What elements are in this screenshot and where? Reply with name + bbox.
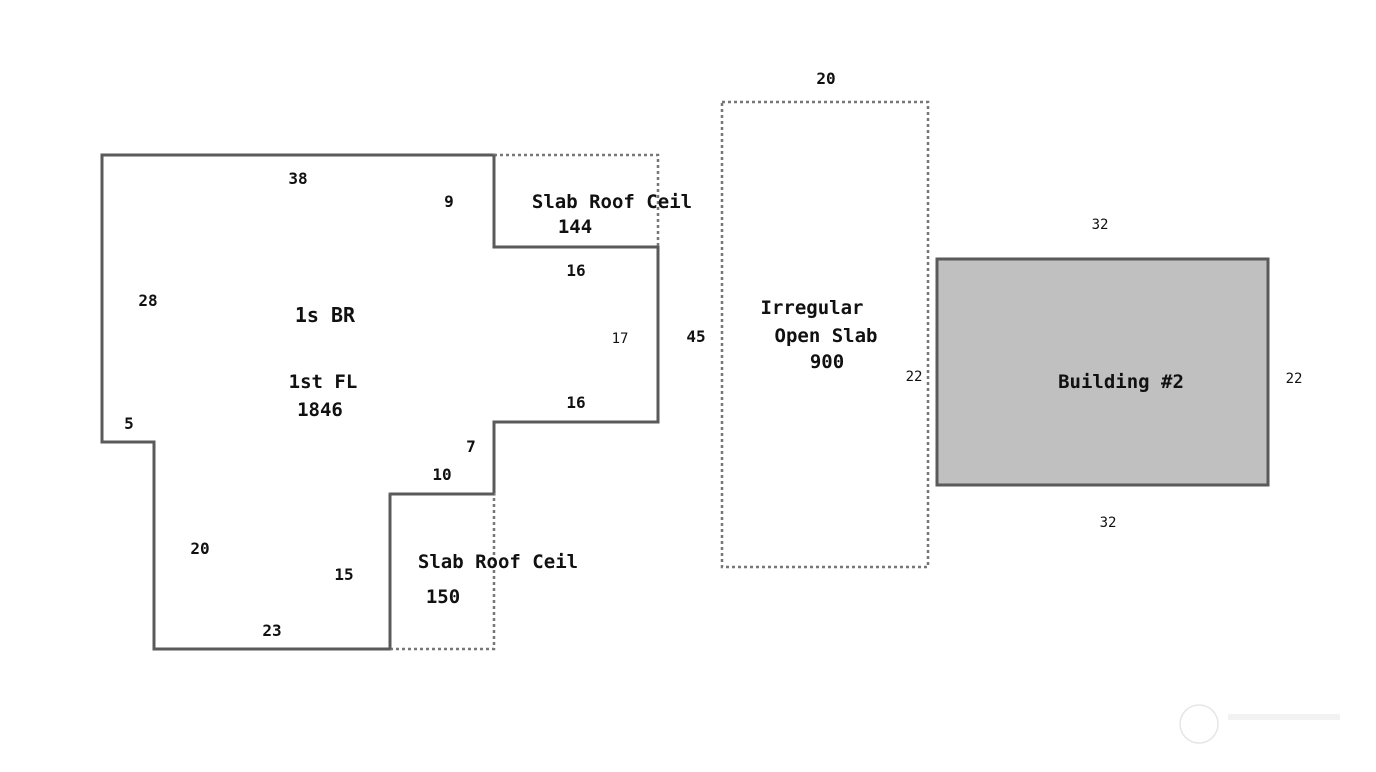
- slab-roof-bottom-name: Slab Roof Ceil: [418, 551, 578, 573]
- dim-main-lower-inner: 15: [334, 565, 353, 584]
- open-slab-line1: Irregular: [761, 297, 864, 319]
- dim-main-bottom: 23: [262, 621, 281, 640]
- open-slab-line2: Open Slab: [775, 325, 878, 347]
- dim-main-step-left: 5: [124, 414, 134, 433]
- dim-main-notch-top: 16: [566, 261, 585, 280]
- dim-main-inner-top: 9: [444, 192, 454, 211]
- dim-main-notch-right: 17: [612, 331, 629, 347]
- dim-building2-top: 32: [1092, 217, 1109, 233]
- open-slab-outline: [720, 100, 930, 569]
- dim-main-top: 38: [288, 169, 307, 188]
- dim-main-step-bottom: 10: [432, 465, 451, 484]
- building2-rect: [935, 257, 1270, 487]
- slab-roof-top-name: Slab Roof Ceil: [532, 191, 692, 213]
- dim-building2-right: 22: [1286, 371, 1303, 387]
- dim-open-slab-right: 22: [906, 369, 923, 385]
- dim-main-left: 28: [138, 291, 157, 310]
- slab-roof-top-sqft: 144: [558, 216, 592, 238]
- dim-building2-bottom: 32: [1100, 515, 1117, 531]
- watermark-bar: [1228, 714, 1340, 720]
- watermark-logo-icon: [1179, 704, 1219, 744]
- dim-main-lower-left: 20: [190, 539, 209, 558]
- dim-open-slab-left: 45: [686, 327, 705, 346]
- dim-main-step-right: 7: [466, 437, 476, 456]
- dim-main-notch-bottom: 16: [566, 393, 585, 412]
- building2-name: Building #2: [1058, 371, 1184, 393]
- main-area-name: 1s BR: [295, 303, 356, 327]
- main-area-level: 1st FL: [289, 371, 358, 393]
- main-area-sqft: 1846: [297, 399, 343, 421]
- slab-roof-bottom-sqft: 150: [426, 586, 460, 608]
- dim-open-slab-top: 20: [816, 69, 835, 88]
- open-slab-sqft: 900: [810, 351, 844, 373]
